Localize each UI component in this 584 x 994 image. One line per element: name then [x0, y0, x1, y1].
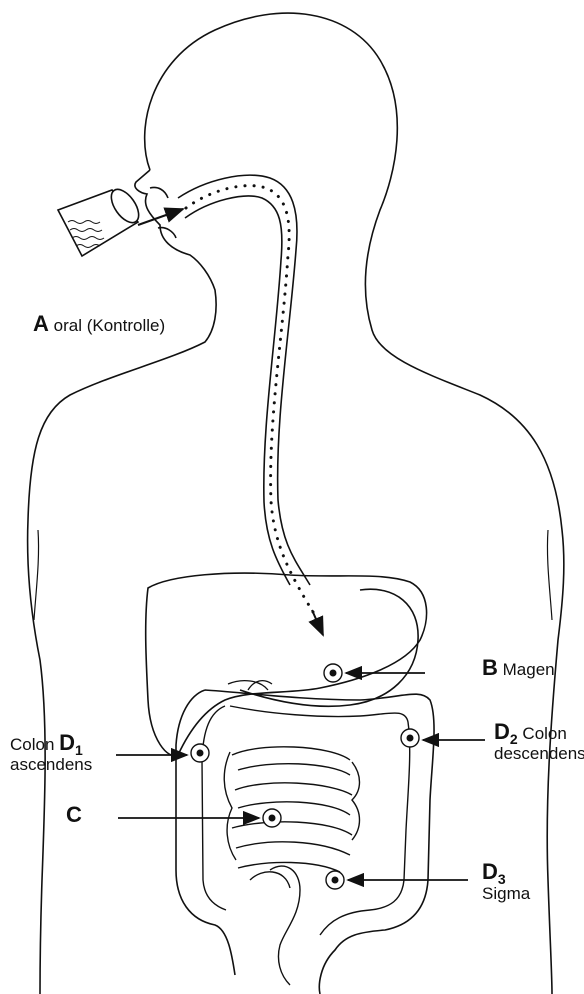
arrow-into-stomach: [312, 610, 323, 635]
esophagus-dots: [186, 186, 318, 620]
label-a-text: oral (Kontrolle): [54, 316, 166, 335]
face-profile: [28, 170, 216, 994]
capsule-b: [324, 664, 342, 682]
label-d3-letter: D: [482, 859, 498, 884]
label-d1-prefix: Colon: [10, 735, 54, 754]
label-d2-text1: Colon: [522, 724, 566, 743]
label-b: B Magen: [482, 658, 555, 679]
label-d1-sub: 1: [75, 742, 83, 758]
label-c-letter: C: [66, 802, 82, 827]
label-d2-sub: 2: [510, 731, 518, 747]
colon-inner-wall: [202, 706, 410, 935]
small-intestine: [224, 747, 359, 872]
label-d1-letter: D: [59, 730, 75, 755]
label-a: A oral (Kontrolle): [33, 314, 165, 335]
transverse-colon: [176, 690, 434, 994]
esophagus-inner: [185, 196, 290, 585]
label-d2: D2 Colon descendens: [494, 722, 584, 763]
liver: [146, 573, 427, 756]
arm-line-right: [547, 530, 552, 620]
label-d3-sub: 3: [498, 871, 506, 887]
label-a-letter: A: [33, 311, 49, 336]
label-b-text: Magen: [503, 660, 555, 679]
capsule-d1: [191, 744, 209, 762]
label-c: C: [66, 805, 82, 826]
capsule-d2: [401, 729, 419, 747]
label-b-letter: B: [482, 655, 498, 680]
arrow-glass-to-mouth: [138, 209, 183, 225]
label-d3-text: Sigma: [482, 884, 530, 903]
capsule-d3: [326, 871, 344, 889]
sigmoid-loop: [250, 866, 300, 985]
capsule-c: [263, 809, 281, 827]
label-d1: Colon D1 ascendens: [10, 733, 92, 774]
label-d3: D3 Sigma: [482, 862, 530, 903]
body-outline: [145, 13, 564, 994]
arm-line-left: [34, 530, 39, 620]
drinking-glass-icon: [58, 185, 144, 256]
label-d2-text2: descendens: [494, 744, 584, 763]
stomach-fold: [228, 681, 272, 690]
esophagus-outer: [178, 175, 310, 585]
label-d2-letter: D: [494, 719, 510, 744]
